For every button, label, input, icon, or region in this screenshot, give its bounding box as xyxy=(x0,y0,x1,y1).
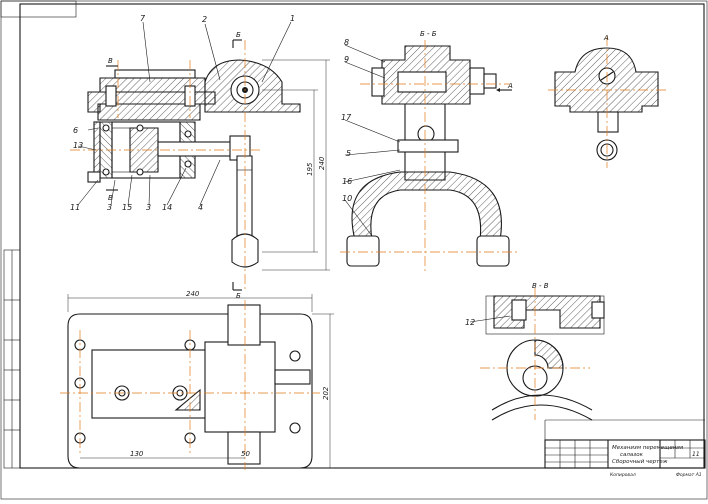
callout-9: 9 xyxy=(344,55,349,64)
callout-6: 6 xyxy=(73,126,78,135)
section-b-b-view xyxy=(340,40,520,272)
title-line-1: Механизм перемещения xyxy=(612,445,684,451)
callout-8: 8 xyxy=(344,38,349,47)
section-v-v-view xyxy=(469,288,605,421)
dim-240-bottom: 240 xyxy=(186,290,200,298)
sheet-number: 11 xyxy=(692,451,700,458)
title-block xyxy=(544,419,706,469)
section-mark-v-bottom: В xyxy=(108,194,113,202)
dim-50: 50 xyxy=(241,450,250,458)
dim-240-top: 240 xyxy=(318,156,326,170)
callout-3-left: 3 xyxy=(107,203,112,212)
section-mark-b-top: Б xyxy=(236,31,241,39)
view-label-b-b: Б - Б xyxy=(420,30,437,38)
callout-11: 11 xyxy=(70,203,80,212)
callout-4: 4 xyxy=(198,203,203,212)
title-line-2: салазок xyxy=(620,452,644,458)
view-label-a: А xyxy=(603,34,609,42)
callout-1: 1 xyxy=(290,14,295,23)
callout-5: 5 xyxy=(346,149,351,158)
callout-14: 14 xyxy=(162,203,172,212)
plan-view xyxy=(60,294,334,470)
dim-195: 195 xyxy=(306,162,314,176)
view-a xyxy=(548,36,666,168)
view-label-v-v: В - В xyxy=(532,282,549,290)
side-stamp xyxy=(3,249,21,469)
callout-10: 10 xyxy=(342,194,352,203)
callout-7: 7 xyxy=(140,14,146,23)
section-mark-v-top: В xyxy=(108,57,113,65)
format-label: Формат А1 xyxy=(676,472,702,478)
main-section-view xyxy=(70,21,330,291)
dim-202: 202 xyxy=(322,386,330,400)
callout-3: 3 xyxy=(146,203,151,212)
dim-130: 130 xyxy=(130,450,144,458)
callout-12: 12 xyxy=(465,318,475,327)
callout-2: 2 xyxy=(202,15,207,24)
callout-13: 13 xyxy=(73,141,83,150)
callout-15: 15 xyxy=(122,203,132,212)
section-mark-b-bottom: Б xyxy=(236,292,241,300)
copied-label: Копировал xyxy=(610,472,636,478)
title-line-3: Сборочный чертеж xyxy=(612,459,668,465)
callout-17: 17 xyxy=(341,113,352,122)
arrow-label-a: А xyxy=(507,82,513,90)
callout-16: 16 xyxy=(342,177,352,186)
